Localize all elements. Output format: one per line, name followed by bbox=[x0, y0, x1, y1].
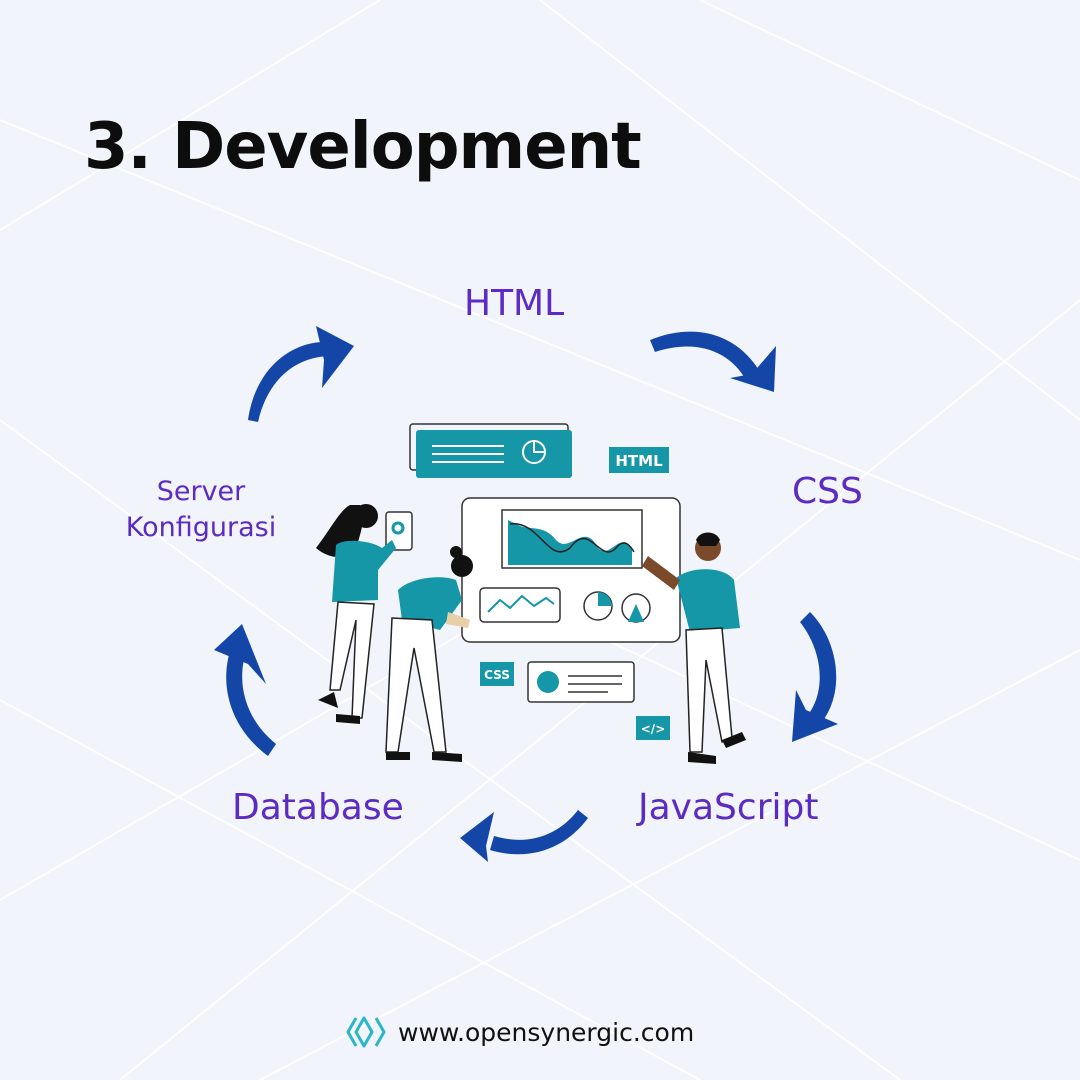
opensynergic-logo-icon bbox=[346, 1016, 386, 1048]
step-server-line2: Konfigurasi bbox=[125, 511, 277, 543]
code-tag: </> bbox=[636, 716, 670, 740]
html-tag: HTML bbox=[609, 447, 669, 473]
svg-text:HTML: HTML bbox=[615, 452, 663, 470]
arrow-javascript-to-database bbox=[460, 810, 588, 862]
step-database: Database bbox=[232, 787, 404, 828]
svg-text:</>: </> bbox=[641, 722, 666, 736]
arrow-css-to-javascript bbox=[792, 612, 838, 742]
css-tag: CSS bbox=[480, 662, 514, 686]
development-illustration: HTML CSS </> bbox=[316, 423, 746, 764]
person-man-pointing bbox=[642, 532, 746, 764]
step-server-configuration: Server Konfigurasi bbox=[118, 474, 284, 545]
arrow-html-to-css bbox=[650, 331, 776, 392]
person-woman-leaning bbox=[385, 546, 473, 762]
step-javascript: JavaScript bbox=[638, 787, 819, 828]
website-url[interactable]: www.opensynergic.com bbox=[398, 1017, 695, 1047]
arrow-database-to-server bbox=[214, 624, 276, 756]
step-css: CSS bbox=[792, 471, 863, 512]
arrow-server-to-html bbox=[248, 326, 354, 422]
banner-card bbox=[409, 423, 572, 478]
gear-icon bbox=[391, 521, 405, 535]
footer: www.opensynergic.com bbox=[346, 1012, 694, 1052]
person-woman-tablet bbox=[316, 504, 413, 724]
profile-card bbox=[527, 661, 635, 703]
page-title: 3. Development bbox=[84, 110, 642, 184]
dashboard-board bbox=[461, 497, 681, 643]
step-server-line1: Server bbox=[156, 476, 246, 507]
step-html: HTML bbox=[464, 283, 565, 324]
svg-text:CSS: CSS bbox=[484, 668, 510, 682]
